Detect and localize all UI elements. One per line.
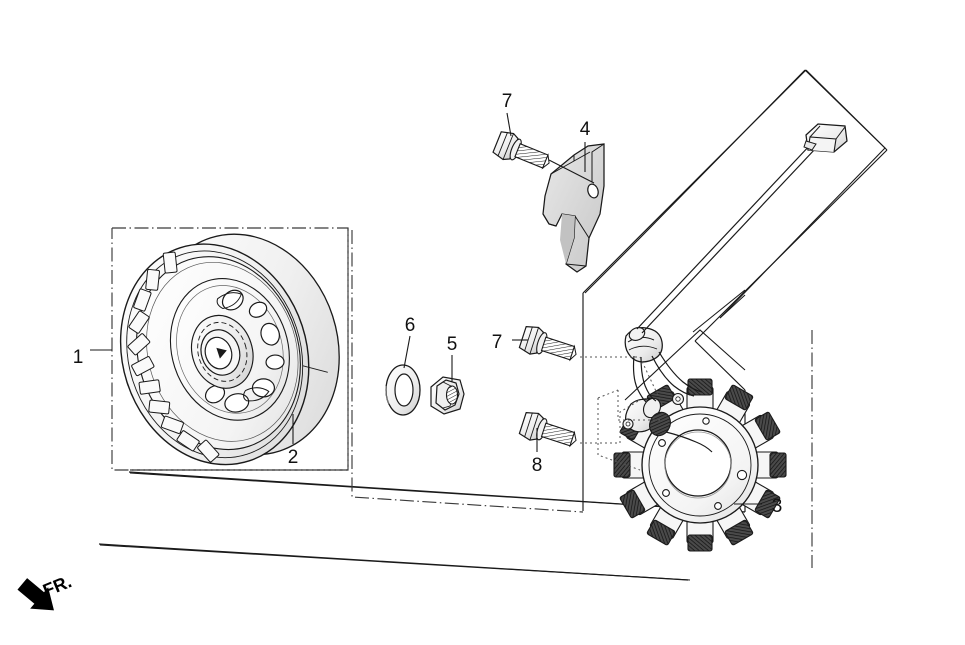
stator-mounting-holes bbox=[658, 417, 748, 510]
bolt-upper bbox=[492, 131, 550, 170]
stator-assembly bbox=[613, 378, 787, 552]
callout-label-7b: 7 bbox=[492, 332, 503, 353]
callout-label-8: 8 bbox=[532, 455, 543, 476]
callout-label-3: 3 bbox=[772, 496, 783, 517]
callout-label-2: 2 bbox=[288, 447, 299, 468]
flywheel-magnet-slots bbox=[127, 251, 220, 463]
stator-lead-wires bbox=[632, 351, 713, 453]
arrow-down-left-icon bbox=[17, 578, 54, 611]
assembly-guides bbox=[580, 356, 663, 471]
callout-leaders bbox=[90, 112, 762, 505]
callout-label-7a: 7 bbox=[502, 91, 513, 112]
flywheel-webs bbox=[216, 292, 270, 402]
harness-connector bbox=[803, 123, 848, 153]
flywheel-rotor bbox=[119, 233, 340, 466]
washer bbox=[385, 364, 421, 416]
callout-label-5: 5 bbox=[447, 334, 458, 355]
callout-numbers: 1 2 3 4 5 6 7 7 8 bbox=[73, 91, 783, 517]
harness-cable bbox=[636, 142, 817, 334]
callout-label-4: 4 bbox=[580, 119, 591, 140]
perspective-frame-main bbox=[98, 69, 888, 581]
group-box-fasteners bbox=[130, 228, 584, 513]
callout-label-1: 1 bbox=[73, 347, 84, 368]
leader-6 bbox=[403, 335, 411, 369]
stator-coil-poles bbox=[613, 378, 787, 552]
flange-nut bbox=[430, 376, 465, 415]
flywheel-lightening-holes bbox=[204, 289, 285, 413]
wire-grommet bbox=[624, 327, 663, 363]
leader-7a bbox=[506, 112, 512, 137]
pickup-coil-sensor bbox=[622, 392, 685, 437]
callout-label-6: 6 bbox=[405, 315, 416, 336]
leader-bracket-pointer bbox=[548, 159, 595, 184]
bolt-middle bbox=[518, 325, 577, 362]
